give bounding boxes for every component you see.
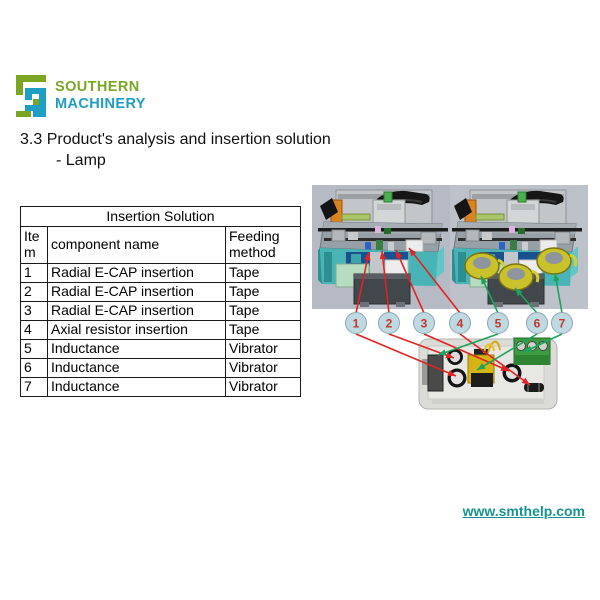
leader-lines — [355, 247, 563, 386]
col-header-item: Item — [20, 226, 48, 264]
svg-text:4: 4 — [457, 317, 464, 331]
callout-3: 3 — [413, 312, 435, 334]
callout-2: 2 — [378, 312, 400, 334]
page-subtitle: - Lamp — [56, 152, 106, 169]
insertion-machines-figure: 1 2 3 4 5 6 7 — [312, 185, 588, 420]
callout-4: 4 — [449, 312, 471, 334]
toroid-inductor-bowls — [464, 247, 578, 291]
svg-text:6: 6 — [534, 317, 541, 331]
logo-s-icon — [16, 75, 46, 117]
callout-circles: 1 2 3 4 5 6 7 — [345, 312, 573, 334]
svg-text:2: 2 — [386, 317, 393, 331]
callout-6: 6 — [526, 312, 548, 334]
svg-text:5: 5 — [495, 317, 502, 331]
logo-text: SOUTHERN MACHINERY — [55, 79, 146, 113]
lamp-driver-pcb-photo — [418, 337, 558, 410]
callout-7: 7 — [551, 312, 573, 334]
table-title: Insertion Solution — [19, 206, 302, 227]
logo-name-bottom: MACHINERY — [55, 96, 146, 112]
website-link[interactable]: www.smthelp.com — [462, 503, 585, 519]
col-header-component: component name — [47, 226, 226, 264]
callout-5: 5 — [487, 312, 509, 334]
company-logo: SOUTHERN MACHINERY — [14, 74, 146, 118]
callout-1: 1 — [345, 312, 367, 334]
svg-text:1: 1 — [353, 317, 360, 331]
insertion-solution-table: Insertion Solution Item component name F… — [19, 206, 302, 397]
logo-name-top: SOUTHERN — [55, 78, 140, 95]
svg-text:3: 3 — [421, 317, 428, 331]
col-header-method: Feeding method — [224, 226, 302, 264]
page-title: 3.3 Product's analysis and insertion sol… — [20, 131, 331, 148]
svg-text:7: 7 — [559, 317, 566, 331]
